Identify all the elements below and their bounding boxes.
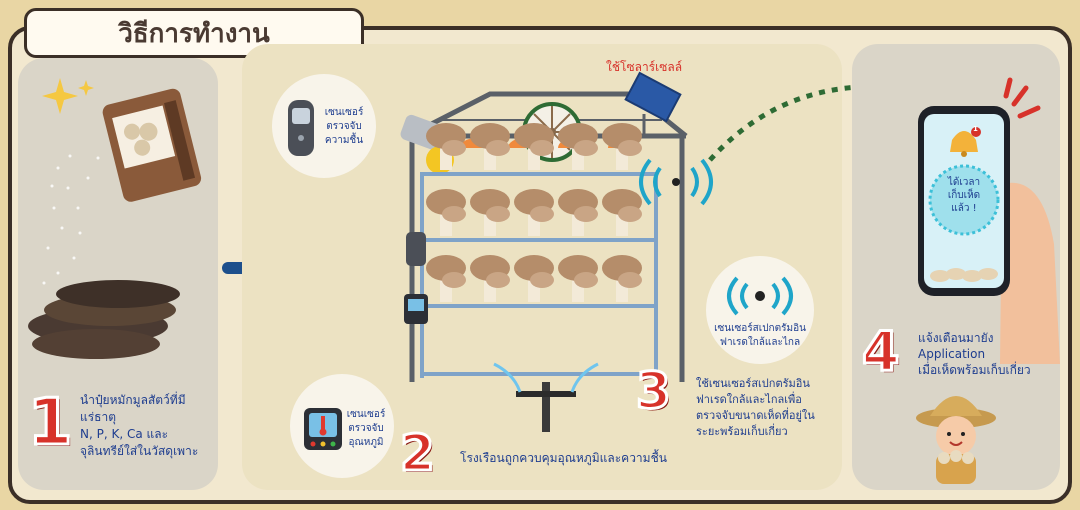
- temperature-sensor-label: อุณหภูมิ: [348, 437, 384, 448]
- humidity-sensor-label: เซนเซอร์: [324, 107, 364, 118]
- humidity-sensor-icon: [288, 100, 314, 156]
- step1-illustration: [28, 78, 202, 359]
- step2-number: 2: [399, 423, 437, 484]
- step4-description: แจ้งเตือนมายัง Application เมื่อเห็ดพร้อ…: [918, 330, 1031, 378]
- mushroom-cluster: [514, 123, 554, 170]
- fertilizer-bag-icon: [102, 88, 202, 202]
- step1-line: N, P, K, Ca และ: [80, 427, 169, 441]
- step3-line: ฟาเรดใกล้และไกลเพื่อ: [696, 393, 802, 406]
- phone-message-line: เก็บเห็ด: [947, 190, 981, 201]
- step3-number: 3: [635, 361, 673, 422]
- step3-line: ตรวจจับขนาดเห็ดที่อยู่ใน: [696, 409, 815, 422]
- temperature-sensor-label: ตรวจจับ: [348, 423, 384, 434]
- solar-label: ใช้โซลาร์เซลล์: [606, 60, 683, 74]
- step3-line: ระยะพร้อมเก็บเกี่ยว: [696, 425, 788, 438]
- mushroom-cluster: [602, 123, 642, 170]
- mushroom-cluster: [558, 123, 598, 170]
- phone-message-line: แล้ว !: [951, 203, 977, 214]
- mushroom-cluster: [558, 255, 598, 302]
- step2-description: โรงเรือนถูกควบคุมอุณหภูมิและความชื้น: [460, 451, 667, 465]
- humidity-sensor-card: เซนเซอร์ ตรวจจับ ความชื้น: [272, 74, 376, 178]
- phone-illustration: [916, 77, 1060, 484]
- step1-panel: 1 นำปุ๋ยหมักมูลสัตว์ที่มี แร่ธาตุ N, P, …: [18, 58, 218, 490]
- notification-badge: 1: [973, 125, 978, 133]
- sparkle-icon: [42, 78, 94, 114]
- mushroom-log-icon: [28, 280, 180, 359]
- step2-panel: เซนเซอร์ ตรวจจับ ความชื้น เซนเซอร์ ตรวจจ…: [242, 44, 842, 490]
- step1-line: แร่ธาตุ: [80, 410, 117, 424]
- phone-message-line: ได้เวลา: [947, 177, 981, 188]
- step4-number: 4: [861, 319, 902, 385]
- step1-description: นำปุ๋ยหมักมูลสัตว์ที่มี แร่ธาตุ N, P, K,…: [80, 392, 198, 460]
- step4-line: Application: [918, 347, 986, 361]
- sprinkler-icon: [493, 362, 599, 432]
- humidity-sensor-label: ตรวจจับ: [326, 121, 362, 132]
- step1-line: จุลินทรีย์ใส่ในวัสดุเพาะ: [80, 444, 199, 458]
- step4-panel: ได้เวลา เก็บเห็ด แล้ว ! 1 4 แจ้งเตือนมาย…: [852, 44, 1060, 490]
- temperature-sensor-card: เซนเซอร์ ตรวจจับ อุณหภูมิ: [290, 374, 394, 478]
- farmer-icon: [916, 396, 996, 484]
- step4-line: แจ้งเตือนมายัง: [918, 331, 994, 345]
- ir-sensor-card: เซนเซอร์สเปกตรัมอิน ฟาเรดใกล้และไกล: [706, 256, 814, 364]
- greenhouse-illustration: [400, 71, 713, 432]
- temperature-sensor-label: เซนเซอร์: [346, 409, 386, 420]
- mushroom-cluster: [602, 189, 642, 236]
- step4-line: เมื่อเห็ดพร้อมเก็บเกี่ยว: [918, 363, 1031, 377]
- wifi-signal-icon: [727, 276, 793, 316]
- thermometer-icon: [304, 408, 342, 450]
- step1-line: นำปุ๋ยหมักมูลสัตว์ที่มี: [80, 393, 186, 407]
- page-title: วิธีการทำงาน: [118, 18, 270, 49]
- wifi-signal-icon: [639, 158, 713, 206]
- mushroom-cluster: [602, 255, 642, 302]
- ir-sensor-label: เซนเซอร์สเปกตรัมอิน: [714, 323, 806, 334]
- mushroom-cluster: [470, 255, 510, 302]
- mushroom-cluster: [558, 189, 598, 236]
- step3-line: ใช้เซนเซอร์สเปกตรัมอิน: [696, 377, 810, 390]
- mushroom-cluster: [470, 123, 510, 170]
- mushroom-cluster: [426, 255, 466, 302]
- mushroom-cluster: [514, 255, 554, 302]
- step3-description: ใช้เซนเซอร์สเปกตรัมอิน ฟาเรดใกล้และไกลเพ…: [696, 376, 815, 440]
- title-box: วิธีการทำงาน: [24, 8, 364, 58]
- humidity-sensor-label: ความชื้น: [324, 135, 364, 146]
- phone-message: ได้เวลา เก็บเห็ด แล้ว !: [934, 176, 994, 215]
- mushroom-cluster: [514, 189, 554, 236]
- bell-icon: [950, 127, 981, 157]
- step1-number: 1: [27, 385, 75, 462]
- wall-humidity-sensor: [406, 232, 426, 266]
- solar-panel-icon: [624, 71, 682, 134]
- mushroom-cluster: [426, 123, 466, 170]
- mushroom-cluster: [426, 189, 466, 236]
- ir-sensor-label: ฟาเรดใกล้และไกล: [719, 337, 801, 348]
- mushroom-cluster: [470, 189, 510, 236]
